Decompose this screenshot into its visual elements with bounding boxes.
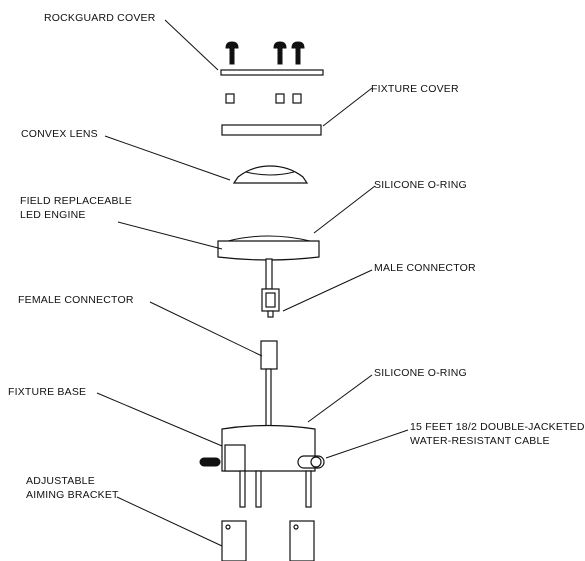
label-bracket-2: AIMING BRACKET	[26, 489, 119, 501]
aiming-bracket-part	[221, 520, 315, 561]
bracket-hole-right	[293, 524, 299, 530]
rockguard-cover-shape	[220, 69, 324, 76]
label-female-connector: FEMALE CONNECTOR	[18, 294, 134, 306]
rockguard-screws	[225, 41, 305, 65]
leader-line-2	[104, 135, 231, 181]
leader-line-0	[164, 19, 219, 71]
cable-end	[310, 456, 322, 468]
screw-head-0	[225, 41, 239, 49]
leader-line-5	[282, 269, 373, 312]
led-engine-part	[217, 235, 320, 290]
screw-head-1	[273, 41, 287, 49]
base-bolt-2	[305, 470, 312, 508]
led-engine-top	[227, 235, 311, 242]
led-engine-body	[217, 240, 320, 261]
led-engine-wire	[265, 258, 273, 290]
label-convex-lens: CONVEX LENS	[21, 128, 98, 140]
leader-line-6	[149, 301, 263, 357]
base-bolt-0	[239, 470, 246, 508]
label-led-engine-1: FIELD REPLACEABLE	[20, 195, 132, 207]
female-connector-body	[260, 340, 278, 370]
lens-highlight	[245, 171, 295, 176]
bracket-hole-left	[225, 524, 231, 530]
male-connector-inset	[265, 292, 276, 308]
spacer-1	[275, 93, 285, 104]
male-connector-tip	[267, 310, 274, 318]
label-fixture-base: FIXTURE BASE	[8, 386, 87, 398]
male-connector-part	[261, 288, 280, 318]
leader-lines	[96, 19, 409, 547]
label-silicone-oring-top: SILICONE O-RING	[374, 179, 467, 191]
side-screw	[199, 457, 221, 467]
leader-line-4	[117, 221, 223, 250]
label-silicone-oring-bottom: SILICONE O-RING	[374, 367, 467, 379]
spacer-0	[225, 93, 235, 104]
screw-head-2	[291, 41, 305, 49]
spacer-2	[292, 93, 302, 104]
leader-line-8	[96, 392, 223, 447]
leader-line-3	[313, 185, 376, 234]
label-cable-2: WATER-RESISTANT CABLE	[410, 435, 550, 447]
rockguard-cover-plate	[220, 69, 324, 76]
screw-shank-1	[277, 47, 283, 65]
female-connector-part	[260, 340, 278, 430]
fixture-base-panel	[224, 444, 246, 472]
screw-shank-0	[229, 47, 235, 65]
base-bolt-1	[255, 470, 262, 508]
leader-line-1	[322, 87, 373, 127]
fixture-base-part	[199, 424, 325, 472]
fixture-cover-shape	[221, 124, 322, 136]
rockguard-spacers	[225, 93, 302, 104]
female-connector-wire	[265, 368, 272, 430]
leader-line-10	[116, 496, 223, 547]
base-bolts	[239, 470, 312, 508]
leader-line-7	[307, 374, 373, 423]
label-cable-1: 15 FEET 18/2 DOUBLE-JACKETED	[410, 421, 585, 433]
label-rockguard-cover: ROCKGUARD COVER	[44, 12, 156, 24]
label-male-connector: MALE CONNECTOR	[374, 262, 476, 274]
fixture-cover-part	[221, 124, 322, 136]
leader-line-9	[325, 429, 409, 459]
label-fixture-cover: FIXTURE COVER	[371, 83, 459, 95]
label-led-engine-2: LED ENGINE	[20, 209, 86, 221]
screw-shank-2	[295, 47, 301, 65]
label-bracket-1: ADJUSTABLE	[26, 475, 95, 487]
convex-lens-part	[232, 165, 309, 184]
